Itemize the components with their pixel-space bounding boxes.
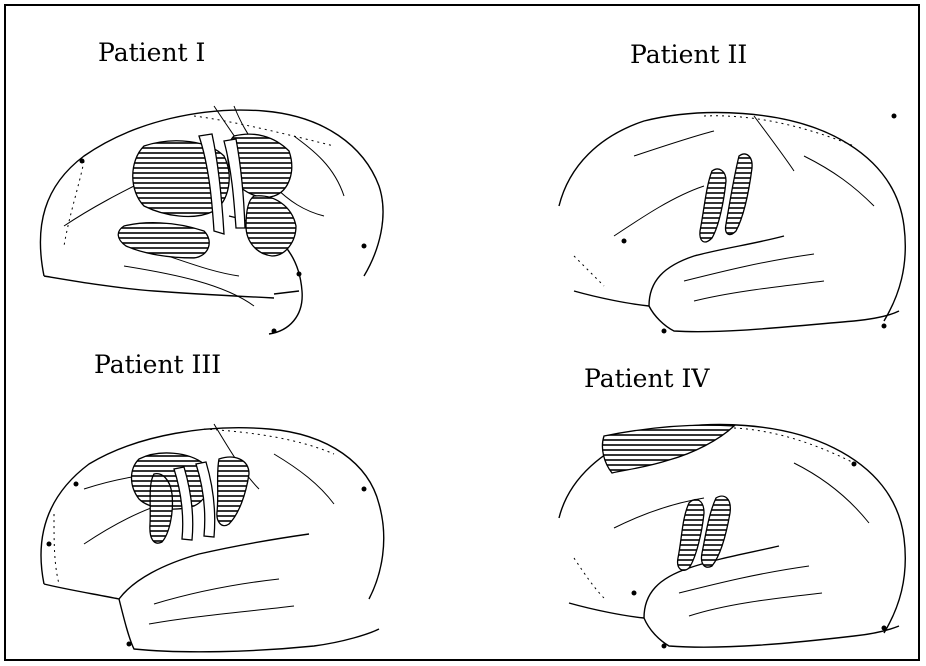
panel-label: Patient II — [630, 40, 747, 69]
brain-diagram — [34, 394, 394, 654]
brain-diagram — [554, 398, 914, 658]
panel-patient-4: Patient IV — [554, 358, 914, 658]
panel-patient-2: Patient II — [554, 36, 914, 326]
brain-diagram — [554, 76, 914, 336]
panel-label: Patient IV — [584, 364, 709, 393]
panel-patient-3: Patient III — [34, 348, 394, 648]
panel-label: Patient I — [98, 38, 205, 67]
panel-label: Patient III — [94, 350, 221, 379]
brain-diagram — [34, 76, 394, 336]
figure-frame: Patient I — [4, 4, 920, 661]
panel-patient-1: Patient I — [34, 36, 394, 326]
